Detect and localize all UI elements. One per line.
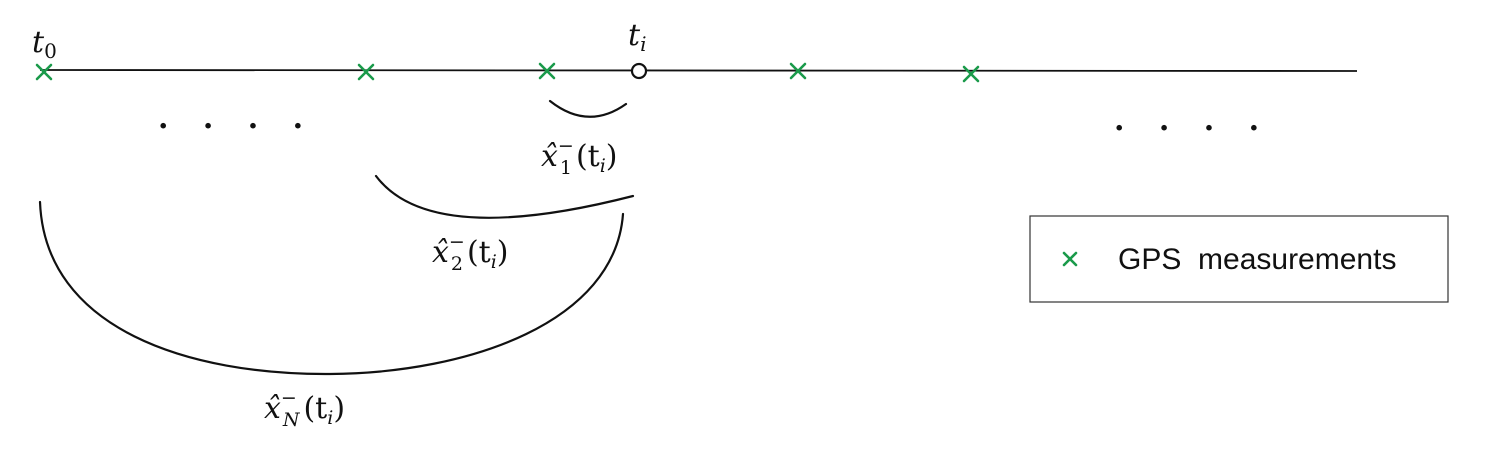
gps-measurement-marker-1	[35, 63, 53, 81]
legend: GPS measurements	[1029, 215, 1449, 303]
estimate-2-label: x̂−2(ti)	[432, 231, 509, 275]
ti-label: ti	[628, 18, 646, 56]
estimate-n-label: x̂−N(ti)	[264, 387, 345, 431]
legend-marker-icon	[1062, 251, 1078, 267]
estimate-n-arc	[38, 200, 625, 376]
gps-measurement-marker-4	[789, 62, 807, 80]
estimate-1-arc	[548, 99, 628, 118]
current-time-marker	[630, 62, 648, 80]
t0-label: t0	[32, 25, 57, 63]
gps-measurement-marker-3	[538, 62, 556, 80]
gps-measurement-marker-5	[962, 65, 980, 83]
estimate-1-label: x̂−1(ti)	[541, 135, 618, 179]
right-ellipsis: . . . .	[1114, 103, 1271, 138]
legend-label: GPS measurements	[1118, 243, 1396, 276]
time-axis	[39, 69, 1358, 72]
gps-measurement-marker-2	[357, 63, 375, 81]
estimate-2-arc	[374, 174, 635, 219]
legend-box	[1029, 215, 1449, 303]
left-ellipsis: . . . .	[158, 101, 315, 136]
